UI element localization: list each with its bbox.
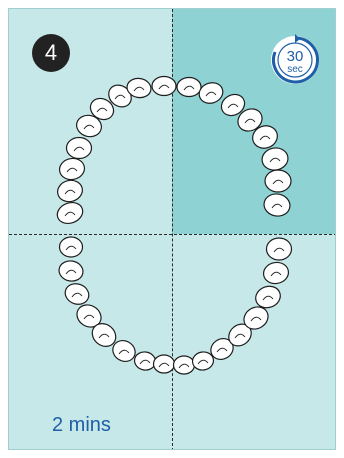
step-number: 4 — [45, 40, 57, 66]
tooth — [154, 355, 175, 373]
tooth — [67, 138, 92, 159]
brushing-step-card: 4 30 sec 2 mins — [8, 8, 336, 450]
tooth — [62, 280, 91, 307]
tooth — [267, 238, 292, 260]
tooth — [57, 259, 84, 283]
tooth — [262, 260, 290, 285]
tooth — [55, 178, 85, 205]
tooth — [262, 192, 291, 218]
tooth — [133, 350, 157, 371]
timer-value: 30 — [287, 48, 304, 65]
tooth — [58, 156, 86, 181]
tooth — [177, 78, 201, 97]
tooth — [265, 170, 291, 192]
tooth — [174, 356, 195, 374]
duration-label: 2 mins — [52, 414, 111, 437]
tooth — [152, 77, 176, 96]
step-number-badge: 4 — [32, 34, 70, 72]
timer-icon: 30 sec — [269, 34, 321, 86]
tooth — [260, 146, 289, 172]
timer-unit: sec — [287, 64, 303, 75]
tooth — [54, 199, 85, 227]
tooth — [60, 237, 83, 257]
